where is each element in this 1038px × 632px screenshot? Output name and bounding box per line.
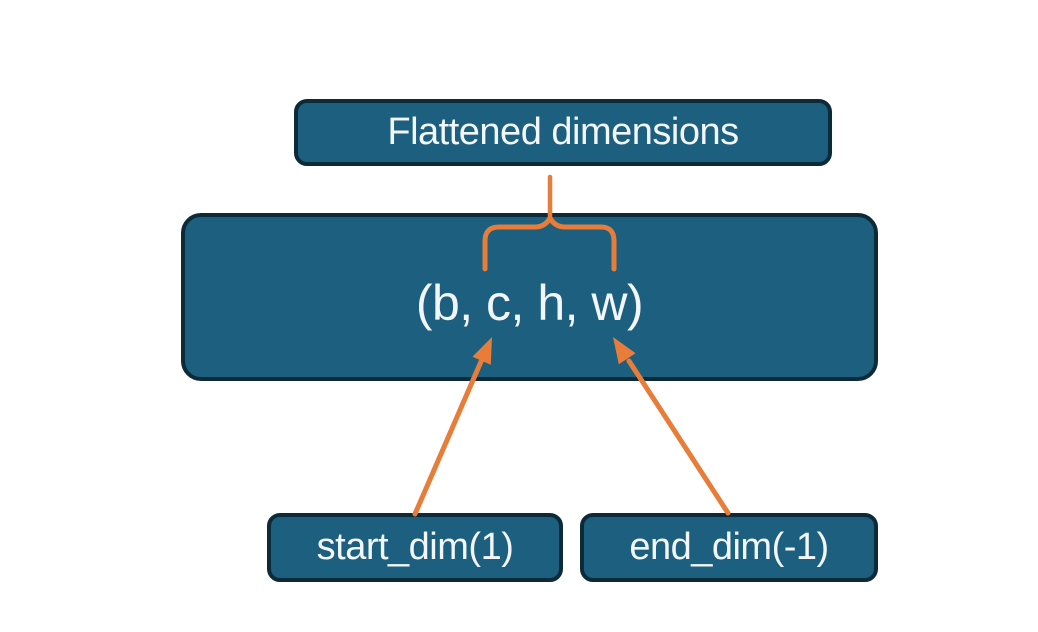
node-start-dim-label: start_dim(1) xyxy=(316,526,514,568)
node-start-dim: start_dim(1) xyxy=(267,513,563,582)
arrow-from-end-dim-shaft xyxy=(626,358,731,516)
node-flattened-dimensions-label: Flattened dimensions xyxy=(387,111,739,153)
node-end-dim-label: end_dim(-1) xyxy=(629,526,829,568)
node-tensor-shape: (b, c, h, w) xyxy=(181,213,878,381)
node-flattened-dimensions: Flattened dimensions xyxy=(294,99,832,166)
node-end-dim: end_dim(-1) xyxy=(580,513,878,582)
node-tensor-shape-label: (b, c, h, w) xyxy=(415,275,644,331)
